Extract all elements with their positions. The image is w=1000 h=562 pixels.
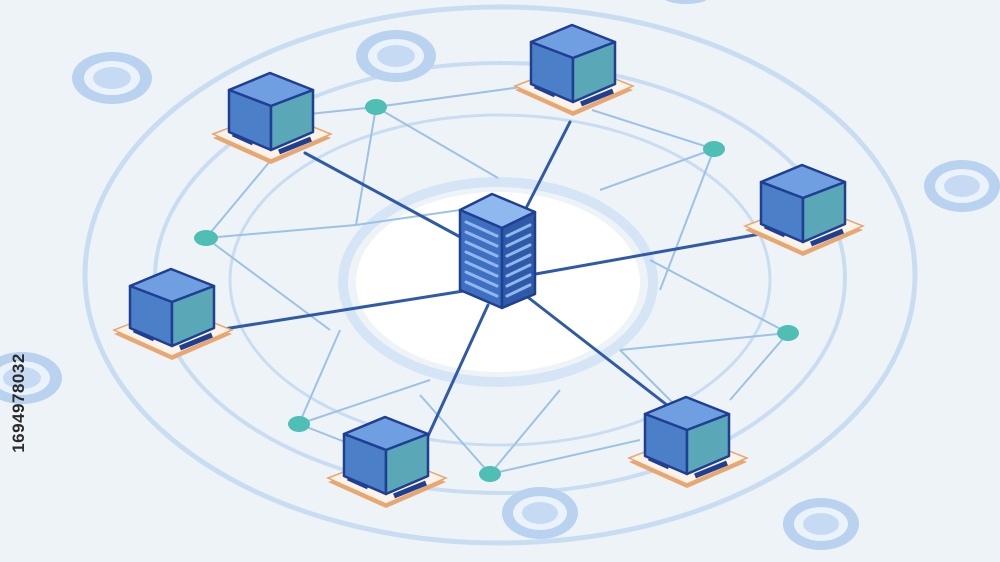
stock-id-text: 1694978032 — [9, 353, 29, 453]
primary-links — [203, 120, 762, 449]
link — [205, 224, 357, 239]
cube-icon — [759, 163, 847, 244]
link — [355, 106, 377, 226]
link — [649, 259, 789, 334]
junction-dot — [288, 416, 310, 432]
badge — [924, 160, 1000, 212]
client-node-right — [743, 163, 865, 256]
junction-dot — [365, 99, 387, 115]
cube-icon — [227, 71, 315, 152]
stock-id-label: 1694978032 — [4, 308, 34, 498]
cube-icon — [342, 415, 430, 496]
client-node-top-center — [513, 23, 635, 116]
cube-icon — [643, 395, 731, 476]
badges — [0, 0, 1000, 550]
junction-dot — [479, 466, 501, 482]
secondary-links — [205, 79, 789, 475]
link — [729, 332, 789, 401]
spoke-top-left — [303, 151, 477, 247]
badge — [356, 30, 436, 82]
outer-ring — [82, 4, 918, 546]
spoke-right — [528, 232, 762, 277]
junction-dot — [777, 325, 799, 341]
badge — [0, 352, 62, 404]
central-server-icon — [458, 192, 537, 310]
badge — [665, 0, 707, 4]
junction-dots — [194, 99, 799, 482]
link — [591, 109, 715, 150]
spoke-bottom-right — [523, 293, 669, 407]
client-node-left — [112, 267, 234, 360]
badge — [783, 498, 859, 550]
inner-ring — [228, 113, 772, 447]
link — [619, 332, 789, 351]
link — [489, 439, 641, 475]
spoke-bottom-center — [421, 303, 490, 449]
link — [298, 379, 431, 425]
link — [599, 148, 715, 191]
spoke-top-center — [518, 120, 572, 222]
link — [659, 148, 715, 291]
core-ring — [338, 177, 658, 387]
client-nodes — [112, 23, 865, 508]
badge — [72, 52, 152, 104]
spoke-left — [203, 288, 472, 334]
link — [355, 209, 461, 226]
cube-icon — [128, 267, 216, 348]
client-node-bottom-center — [326, 415, 448, 508]
server-slots — [464, 220, 532, 298]
link — [489, 389, 561, 475]
junction-dot — [194, 230, 218, 246]
client-node-top-left — [211, 71, 333, 164]
badge — [502, 487, 578, 539]
link — [375, 106, 499, 179]
cube-icon — [529, 23, 617, 104]
client-node-bottom-right — [627, 395, 749, 488]
link — [205, 159, 272, 239]
link — [419, 394, 491, 475]
junction-dot — [703, 141, 725, 157]
link — [298, 329, 341, 425]
